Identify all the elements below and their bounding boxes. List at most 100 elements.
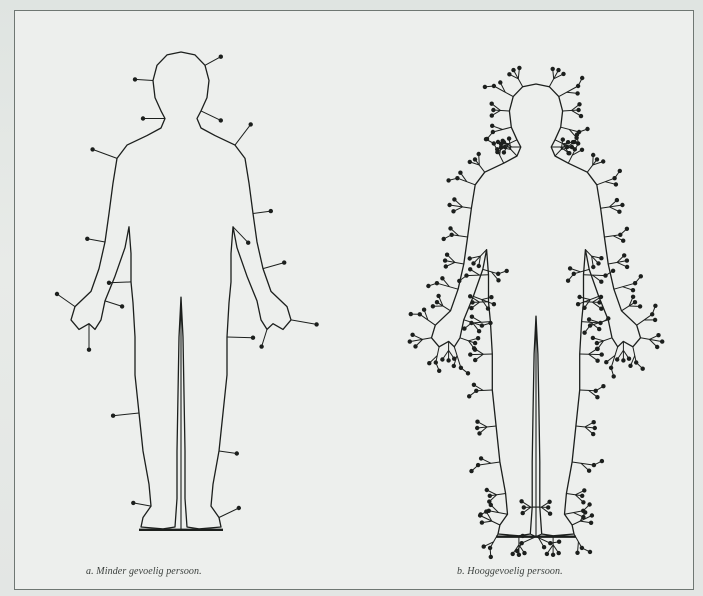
ray-node — [567, 151, 571, 155]
ray-node — [656, 333, 660, 337]
ray-node — [589, 521, 593, 525]
ray-node — [591, 265, 595, 269]
ray-node — [601, 159, 605, 163]
ray-node — [660, 339, 664, 343]
ray-node — [517, 66, 521, 70]
ray-node — [633, 300, 637, 304]
ray-node — [557, 540, 561, 544]
sensory-ray — [584, 275, 606, 276]
ray-node — [489, 295, 493, 299]
ray-node — [133, 77, 137, 81]
ray-node — [588, 550, 592, 554]
ray-node — [556, 68, 560, 72]
ray-node — [490, 113, 494, 117]
ray-node — [492, 302, 496, 306]
ray-node — [444, 264, 448, 268]
ray-node — [622, 253, 626, 257]
sensory-ray — [476, 390, 492, 391]
sensory-ray — [490, 494, 506, 496]
ray-node — [446, 358, 450, 362]
sensory-ray — [205, 57, 221, 66]
sensory-ray — [227, 337, 253, 338]
ray-node — [480, 520, 484, 524]
ray-node — [547, 500, 551, 504]
ray-node — [452, 197, 456, 201]
sensory-ray — [580, 354, 602, 355]
ray-node — [617, 210, 621, 214]
ray-node — [488, 494, 492, 498]
ray-node — [546, 505, 550, 509]
ray-node — [472, 346, 476, 350]
ray-node — [111, 414, 115, 418]
sensory-ray — [93, 149, 117, 158]
ray-node — [452, 364, 456, 368]
ray-node — [435, 300, 439, 304]
ray-node — [490, 124, 494, 128]
ray-node — [55, 292, 59, 296]
ray-node — [587, 469, 591, 473]
ray-node — [440, 357, 444, 361]
ray-node — [628, 364, 632, 368]
ray-node — [583, 510, 587, 514]
ray-node — [269, 209, 273, 213]
ray-node — [448, 226, 452, 230]
ray-node — [561, 137, 565, 141]
ray-node — [436, 294, 440, 298]
ray-node — [595, 347, 599, 351]
sensory-ray — [452, 235, 468, 237]
ray-node — [445, 253, 449, 257]
ray-node — [489, 555, 493, 559]
ray-node — [237, 506, 241, 510]
ray-node — [621, 358, 625, 362]
ray-node — [475, 420, 479, 424]
ray-node — [471, 261, 475, 265]
sensory-ray — [566, 494, 582, 496]
ray-node — [614, 182, 618, 186]
ray-node — [582, 488, 586, 492]
ray-node — [473, 157, 477, 161]
ray-node — [655, 345, 659, 349]
ray-node — [251, 336, 255, 340]
ray-node — [431, 304, 435, 308]
ray-node — [551, 553, 555, 557]
ray-node — [604, 360, 608, 364]
ray-node — [639, 274, 643, 278]
sensory-rays-less-sensitive — [55, 55, 319, 518]
ray-node — [259, 344, 263, 348]
ray-node — [600, 459, 604, 463]
ray-node — [641, 367, 645, 371]
ray-node — [612, 374, 616, 378]
sensory-ray — [262, 329, 267, 346]
ray-node — [521, 511, 525, 515]
sensory-ray — [133, 503, 151, 506]
ray-node — [457, 279, 461, 283]
ray-node — [475, 426, 479, 430]
sensory-ray — [604, 235, 620, 237]
ray-node — [620, 203, 624, 207]
ray-node — [505, 269, 509, 273]
sensory-ray — [584, 302, 600, 303]
ray-node — [621, 239, 625, 243]
sensory-ray — [460, 338, 475, 343]
ray-node — [551, 67, 555, 71]
ray-node — [477, 431, 481, 435]
ray-node — [468, 294, 472, 298]
body-outline-less-sensitive — [71, 52, 291, 530]
ray-node — [467, 394, 471, 398]
caption-panel-a: a. Minder gevoelig persoon. — [86, 566, 202, 577]
ray-node — [579, 114, 583, 118]
ray-node — [470, 300, 474, 304]
ray-node — [482, 544, 486, 548]
sensory-ray — [580, 390, 596, 391]
sensory-ray — [473, 302, 489, 303]
ray-node — [468, 160, 472, 164]
ray-node — [599, 280, 603, 284]
ray-node — [468, 352, 472, 356]
ray-node — [426, 284, 430, 288]
ray-node — [447, 203, 451, 207]
ray-node — [85, 237, 89, 241]
sensory-ray — [135, 79, 153, 80]
ray-node — [521, 534, 525, 538]
ray-node — [600, 352, 604, 356]
